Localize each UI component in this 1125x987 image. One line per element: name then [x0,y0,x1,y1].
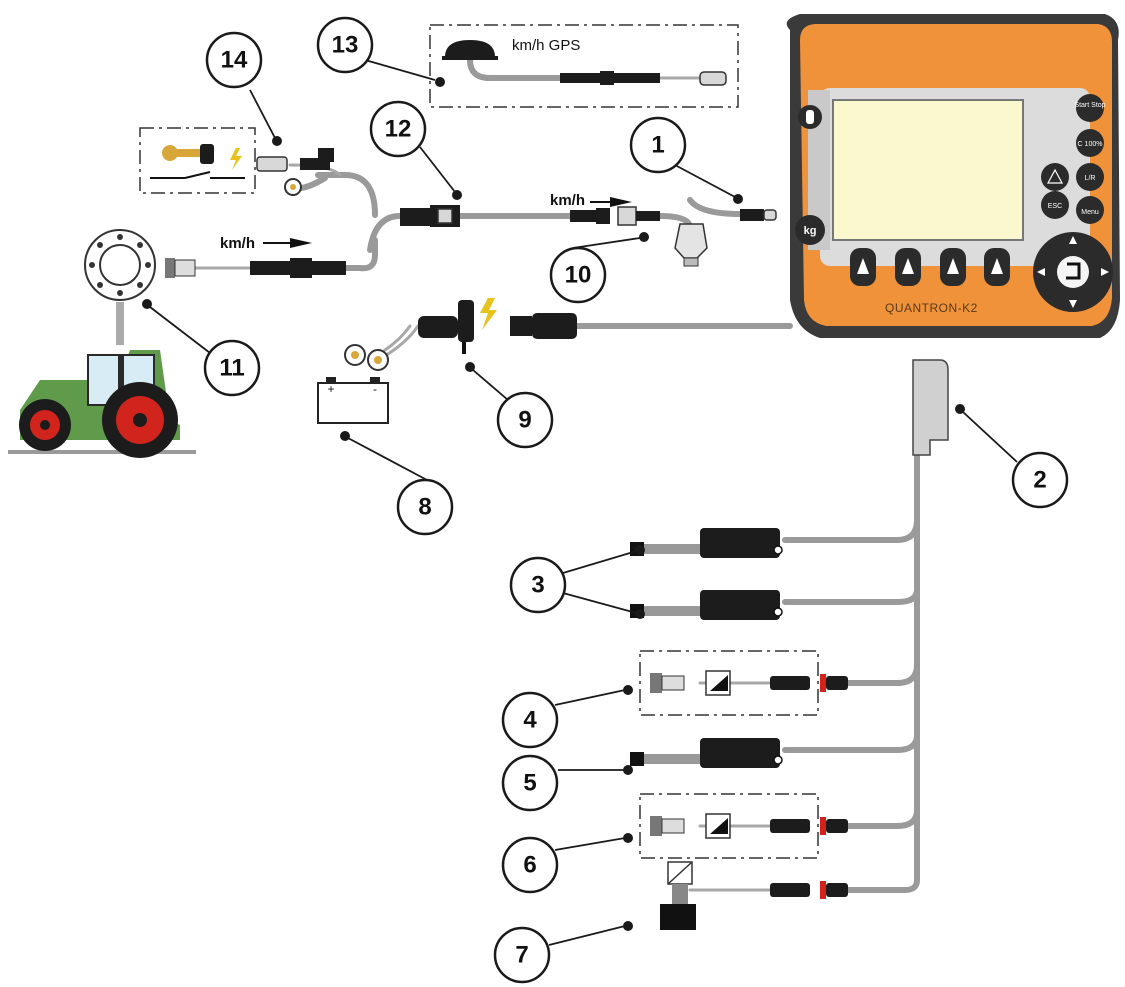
leader-lines [142,59,1018,946]
tilt-sensor-icon [650,813,848,839]
callout-13-label: 13 [332,32,359,59]
callout-7: 7 [493,926,551,984]
gps-label: km/h GPS [512,37,580,54]
lr-label: L/R [1085,175,1096,182]
callout-11-label: 11 [219,355,244,382]
tractor-icon [8,350,196,458]
wheel-sensor-connectors [250,258,346,278]
callout-8-label: 8 [418,494,431,521]
callout-4-label: 4 [523,707,537,734]
speed-cable-connectors [400,205,460,227]
battery-plus-label: + [327,382,334,396]
callout-10: 10 [549,246,607,304]
start-stop-label: Start Stop [1074,102,1105,109]
sensor-box-6 [639,793,819,859]
kg-button [795,215,825,245]
ignition-key-icon [150,144,245,179]
function-keys: Start Stop C 100% L/R ESC Menu [1041,94,1106,224]
gps-receiver-icon [442,40,498,60]
wheel-speed-label: km/h [220,235,255,252]
adapter-arrow [610,197,632,207]
power-socket [418,300,577,354]
callout-14-label: 14 [221,47,248,74]
callout-12: 12 [369,100,427,158]
esc-label: ESC [1048,203,1062,210]
battery-terminals [344,344,389,371]
y-adapter-icon [674,223,708,267]
wheel-arrow [290,238,312,248]
kg-label: kg [804,225,817,237]
callout-13: 13 [316,16,374,74]
machine-connector-icon [912,359,949,456]
callout-10-label: 10 [565,262,592,289]
level-sensor-icon [650,670,848,696]
callout-1: 1 [629,116,687,174]
callout-4: 4 [501,691,559,749]
display-screen [832,99,1024,241]
callout-2-label: 2 [1033,467,1046,494]
c-100-label: C 100% [1078,141,1103,148]
terminal-brand-label: QUANTRON-K2 [885,301,978,315]
gps-connectors [560,71,727,86]
linear-actuator-icon [630,738,783,768]
sensor-box-4 [639,650,819,716]
callout-7-label: 7 [515,942,528,969]
callout-2: 2 [1011,451,1069,509]
gps-box [429,24,739,108]
callout-6: 6 [501,836,559,894]
power-lightning-icon [480,298,497,330]
callout-5: 5 [501,754,559,812]
quantron-k2-terminal-icon: kg Start Stop C 100% L/R ESC Menu [786,14,1120,338]
callout-9-label: 9 [518,407,531,434]
fuse-holder [256,148,334,196]
callout-8: 8 [396,478,454,536]
callout-6-label: 6 [523,852,536,879]
cable-network [193,57,920,893]
callout-12-label: 12 [385,116,412,143]
battery-icon [317,377,389,424]
menu-label: Menu [1081,209,1099,216]
callout-3: 3 [509,556,567,614]
adapter-speed-label: km/h [550,192,585,209]
callout-1-label: 1 [651,132,664,159]
callout-11: 11 [203,339,261,397]
adapter-connectors [570,206,777,226]
linear-actuator-icon [630,528,783,558]
navigation-pad [1033,232,1113,312]
battery-minus-label: - [373,382,377,396]
callout-5-label: 5 [523,770,536,797]
wheel-sensor-icon [84,229,196,301]
callout-9: 9 [496,391,554,449]
callout-3-label: 3 [531,572,544,599]
softkeys [850,248,1010,286]
linear-actuator-icon [630,590,783,620]
valve-icon [660,861,848,930]
callout-14: 14 [205,31,263,89]
lightning-icon [230,148,242,170]
ignition-box [139,127,256,194]
